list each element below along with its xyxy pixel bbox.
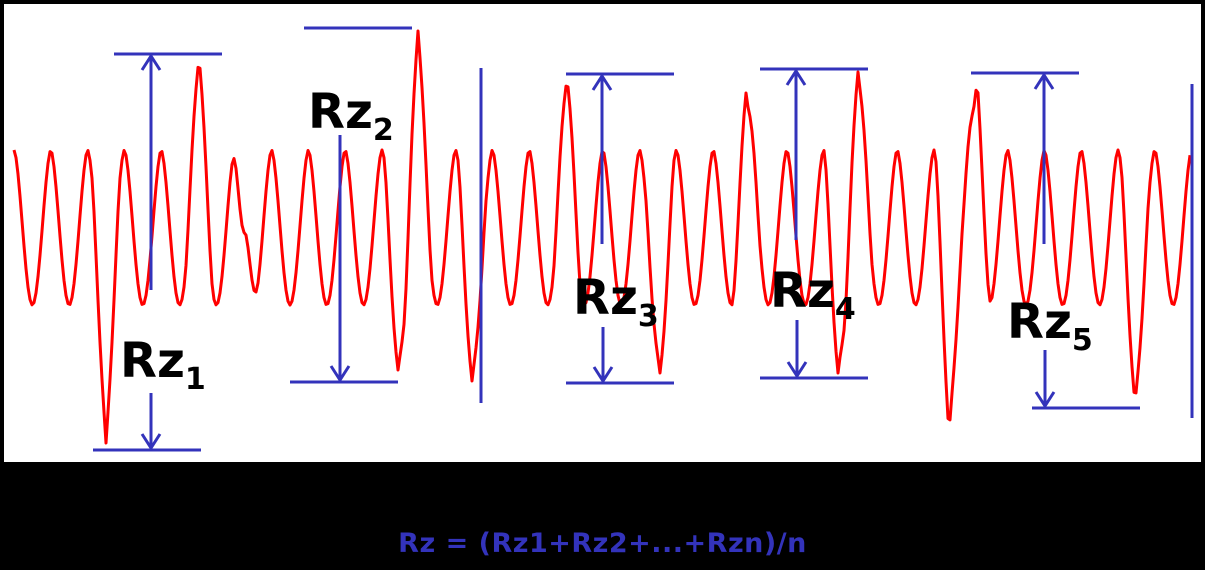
rz3-lower-arrowhead bbox=[592, 366, 614, 384]
rz1-measure bbox=[93, 52, 222, 452]
rz5-measure bbox=[971, 71, 1140, 410]
rz5-upper-arrowhead bbox=[1033, 72, 1055, 90]
rz3-measure bbox=[566, 72, 674, 385]
rz-formula: Rz = (Rz1+Rz2+...+Rzn)/n bbox=[398, 528, 807, 559]
rz1-lower-arrowhead bbox=[140, 433, 162, 451]
rz4-measure bbox=[760, 67, 868, 380]
rz5-lower-arrowhead bbox=[1034, 391, 1056, 409]
rz2-measure bbox=[290, 26, 412, 384]
rz4-label: Rz4 bbox=[770, 263, 856, 327]
rz4-upper-arrowhead bbox=[785, 68, 807, 86]
measurement-marks bbox=[93, 26, 1194, 452]
rz3-upper-arrowhead bbox=[591, 73, 613, 91]
rz1-label: Rz1 bbox=[120, 333, 206, 397]
rz2-label: Rz2 bbox=[308, 84, 394, 148]
rz2-arrowhead bbox=[329, 365, 351, 383]
rz4-lower-arrowhead bbox=[786, 361, 808, 379]
rz5-label: Rz5 bbox=[1007, 294, 1093, 358]
rz3-label: Rz3 bbox=[573, 270, 659, 334]
rz1-upper-arrowhead bbox=[140, 53, 162, 71]
